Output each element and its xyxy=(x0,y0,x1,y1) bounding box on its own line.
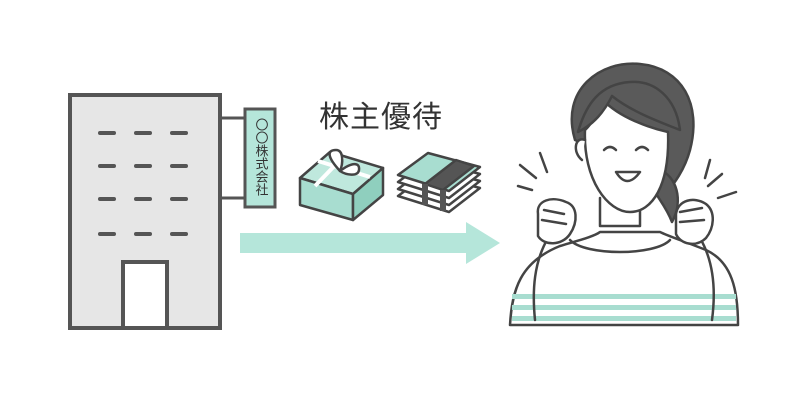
cash-bundle-icon xyxy=(396,151,482,214)
flow-arrow-icon xyxy=(240,222,500,264)
company-sign-label: 〇〇株式会社 xyxy=(252,118,268,196)
company-sign-board xyxy=(243,107,277,209)
building-door xyxy=(121,260,169,330)
page-title: 株主優待 xyxy=(319,100,443,135)
happy-woman-icon xyxy=(508,62,740,327)
gift-box-icon xyxy=(298,148,385,222)
company-building-icon xyxy=(68,93,277,330)
